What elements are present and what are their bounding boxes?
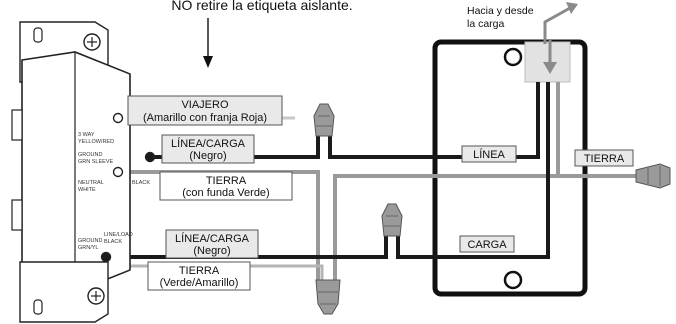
callout-linea-carga-top: LÍNEA/CARGA (Negro) — [161, 134, 255, 164]
callout-viajero-line1: VIAJERO — [181, 99, 229, 111]
device-label-yellow-red: YELLOW/RED — [78, 139, 114, 145]
device-label-black-side: BLACK — [132, 180, 150, 186]
mounting-screw-top-icon — [83, 33, 101, 51]
device-label-3way: 3 WAY — [78, 132, 95, 138]
device-label-line-load: LINE/LOAD — [104, 232, 133, 238]
terminal-ground-sleeve — [112, 166, 124, 178]
label-tierra: TIERRA — [574, 149, 634, 167]
callout-viajero-line2: (Amarillo con franja Roja) — [143, 112, 267, 124]
load-label-line1: Hacia y desde — [467, 5, 534, 17]
device-label-white: WHITE — [78, 187, 96, 193]
device-label-black: BLACK — [104, 239, 122, 245]
label-linea-text: LÍNEA — [473, 148, 505, 161]
header-note: NO retire la etiqueta aislante. — [171, 0, 352, 13]
dimmer-switch — [11, 21, 131, 323]
label-linea: LÍNEA — [461, 145, 517, 163]
callout-linea-carga-top-line2: (Negro) — [189, 150, 226, 162]
line-wire-box-side — [328, 82, 540, 159]
device-label-ground-bottom: GROUND — [78, 238, 102, 244]
ground-wire-box — [333, 82, 560, 282]
device-label-grn-sleeve: GRN SLEEVE — [78, 159, 113, 165]
callout-tierra-yellow-line2: (Verde/Amarillo) — [160, 277, 239, 289]
load-arrow-out-icon — [543, 2, 578, 44]
callout-linea-carga-top-line1: LÍNEA/CARGA — [171, 137, 246, 150]
terminal-traveler — [112, 112, 124, 124]
load-wire-box-side — [396, 82, 550, 259]
callout-tierra-green-line2: (con funda Verde) — [182, 187, 269, 199]
callout-linea-carga-bottom: LÍNEA/CARGA (Negro) — [165, 229, 259, 259]
callout-linea-carga-bottom-line1: LÍNEA/CARGA — [175, 232, 250, 245]
callout-tierra-yellow: TIERRA (Verde/Amarillo) — [147, 261, 251, 291]
load-arrow-in-icon — [543, 40, 557, 74]
terminal-line-load-top — [144, 151, 156, 163]
device-label-ground: GROUND — [78, 152, 102, 158]
junction-box — [432, 39, 588, 297]
wire-nut-middle — [381, 203, 403, 237]
label-tierra-text: TIERRA — [584, 153, 625, 165]
callout-tierra-green-line1: TIERRA — [206, 175, 247, 187]
callout-viajero: VIAJERO (Amarillo con franja Roja) — [127, 95, 283, 126]
callout-tierra-green: TIERRA (con funda Verde) — [159, 171, 293, 201]
mounting-screw-bottom-icon — [87, 287, 105, 305]
callout-linea-carga-bottom-line2: (Negro) — [193, 245, 230, 257]
terminal-line-load-bottom — [100, 251, 112, 263]
box-top-screw — [503, 47, 523, 67]
load-label-line2: la carga — [467, 18, 505, 30]
box-bottom-screw — [503, 270, 523, 290]
label-carga: CARGA — [459, 235, 515, 253]
wire-nut-ground — [315, 279, 341, 315]
down-arrow-icon — [203, 18, 213, 68]
label-carga-text: CARGA — [467, 239, 507, 251]
callout-tierra-yellow-line1: TIERRA — [179, 265, 220, 277]
wire-nut-external — [635, 163, 671, 189]
device-label-neutral: NEUTRAL — [78, 180, 104, 186]
device-label-grn-yl: GRN/YL — [78, 245, 98, 251]
wire-nut-top — [313, 103, 335, 137]
